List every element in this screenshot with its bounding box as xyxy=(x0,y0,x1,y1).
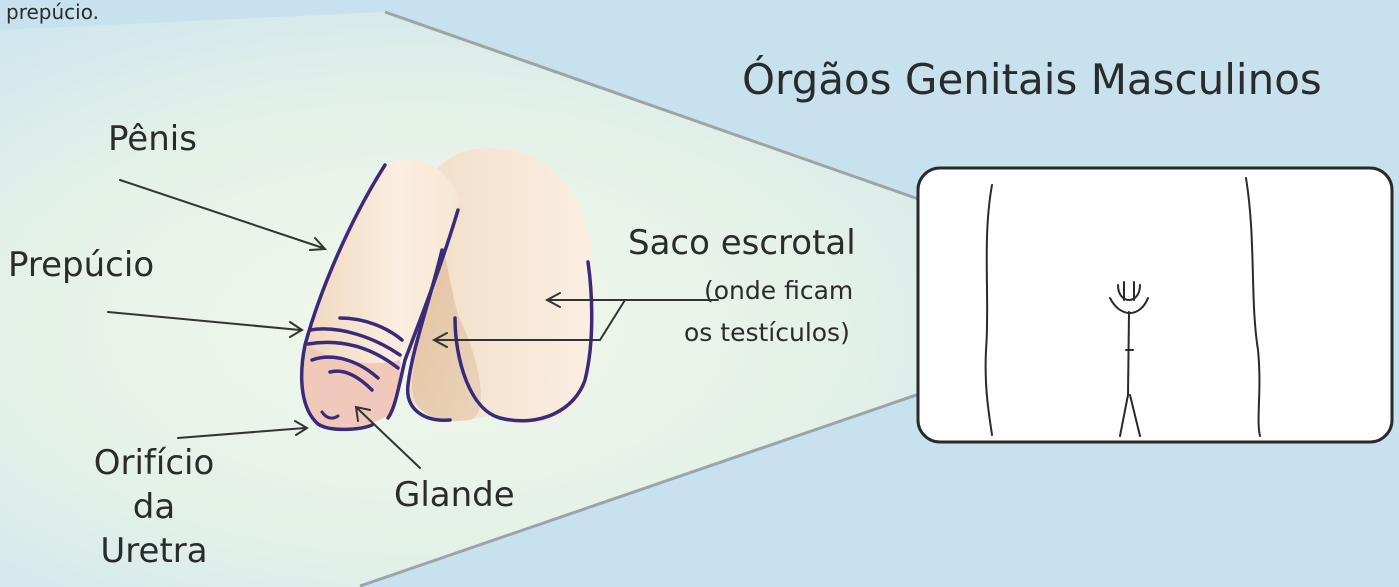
label-saco-line-2: (onde ficam xyxy=(704,276,854,305)
foreskin-line-3 xyxy=(310,355,380,380)
arrow-prepucio xyxy=(107,311,304,338)
scrotum-outline-right xyxy=(453,260,594,423)
penis-illustration xyxy=(299,148,596,432)
label-orificio-line-3: Uretra xyxy=(100,531,208,571)
urethra-opening xyxy=(320,410,340,420)
arrow-penis xyxy=(119,179,328,251)
top-fragment-text: prepúcio. xyxy=(6,0,99,24)
foreskin-line-5 xyxy=(328,369,374,392)
page-title: Órgãos Genitais Masculinos xyxy=(742,55,1322,104)
label-saco-line-1: Saco escrotal xyxy=(628,223,856,263)
inset-figure xyxy=(916,166,1394,444)
label-glande: Glande xyxy=(394,475,515,515)
foreskin-line-1 xyxy=(308,327,402,357)
label-orificio-line-2: da xyxy=(132,487,176,527)
inset-left-leg-line xyxy=(984,184,993,436)
label-orificio-line-1: Orifício xyxy=(93,443,215,483)
inset-right-leg-line xyxy=(1245,177,1261,437)
foreskin-line-2 xyxy=(306,340,400,370)
arrow-saco xyxy=(544,292,719,308)
label-prepucio: Prepúcio xyxy=(8,245,155,285)
scrotum-outline-left xyxy=(406,248,452,422)
label-penis: Pênis xyxy=(108,119,197,159)
arrow-saco-branch xyxy=(431,299,626,348)
shaft-outline-right xyxy=(386,208,460,420)
shaft-outline-left xyxy=(299,163,387,432)
glans xyxy=(303,345,401,428)
arrow-glande xyxy=(354,405,421,469)
label-saco-line-3: os testículos) xyxy=(684,318,850,347)
arrow-orificio xyxy=(177,420,309,439)
inset-frame xyxy=(916,166,1394,444)
penis-shaft xyxy=(305,159,460,365)
foreskin-line-4 xyxy=(338,316,404,342)
inset-stick-figure xyxy=(1109,281,1149,437)
